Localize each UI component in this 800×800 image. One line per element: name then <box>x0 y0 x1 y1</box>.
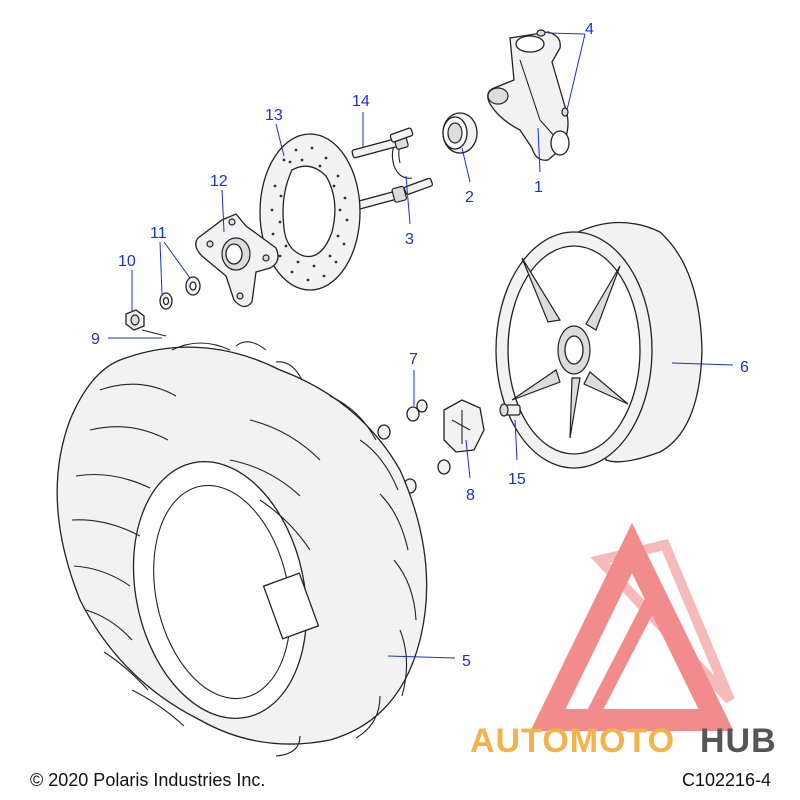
callout-10: 10 <box>118 253 136 270</box>
part-knuckle <box>487 31 570 161</box>
callout-13: 13 <box>265 107 283 124</box>
watermark-logo <box>530 522 735 731</box>
callout-1: 1 <box>534 179 543 196</box>
part-cotter-pin <box>141 329 167 337</box>
leader-lines <box>108 32 734 659</box>
part-valve-stem <box>499 403 521 417</box>
callout-labels: 1 2 3 4 5 6 7 8 9 10 11 12 13 14 15 <box>91 21 749 670</box>
watermark-wordmark: AUTOMOTO HUB <box>470 722 777 760</box>
diagram-code: C102216-4 <box>682 770 771 790</box>
part-tire <box>56 341 428 757</box>
part-bearing <box>442 112 478 154</box>
callout-8: 8 <box>466 487 475 504</box>
callout-7: 7 <box>409 351 418 368</box>
part-washers <box>159 276 201 310</box>
part-hub <box>195 213 279 308</box>
callout-9: 9 <box>91 331 100 348</box>
callout-14: 14 <box>352 93 370 110</box>
callout-5: 5 <box>462 653 471 670</box>
callout-3: 3 <box>405 231 414 248</box>
callout-12: 12 <box>210 173 228 190</box>
part-brake-disc <box>259 133 361 291</box>
part-wheel-rim <box>495 221 703 469</box>
watermark-text-automoto: AUTOMOTO <box>470 722 675 760</box>
part-screws-4 <box>536 29 569 117</box>
watermark-text-hub: HUB <box>700 722 777 760</box>
part-castle-nut <box>125 309 145 331</box>
callout-11: 11 <box>150 225 167 242</box>
callout-6: 6 <box>740 359 749 376</box>
callout-2: 2 <box>465 189 474 206</box>
part-bolts-14 <box>349 127 434 212</box>
callout-4: 4 <box>585 21 594 38</box>
callout-15: 15 <box>508 471 526 488</box>
copyright-text: © 2020 Polaris Industries Inc. <box>30 770 265 790</box>
part-center-cap <box>443 399 485 453</box>
